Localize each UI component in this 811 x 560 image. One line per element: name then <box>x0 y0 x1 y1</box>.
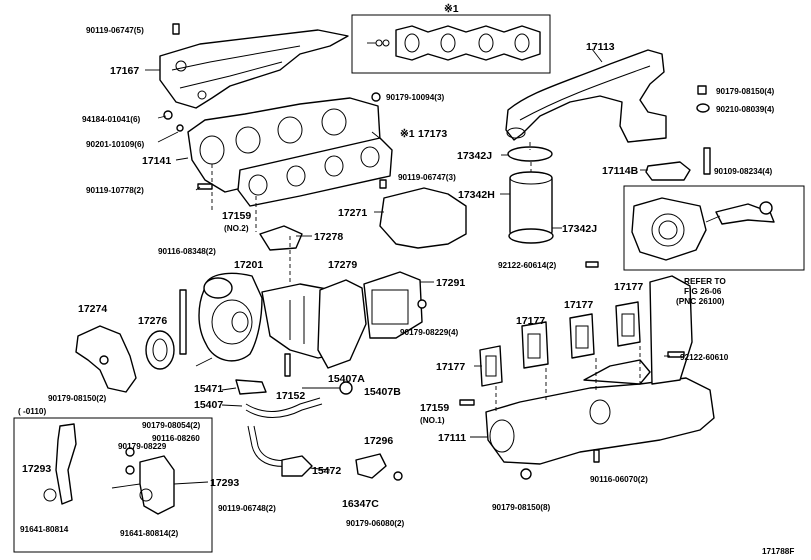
turbocharger-17201 <box>198 271 423 369</box>
label-17279: 17279 <box>328 259 357 271</box>
label-17152: 17152 <box>276 390 305 402</box>
intake-pipe-17113 <box>505 49 667 143</box>
label-17293-a: 17293 <box>22 463 51 475</box>
label-17177-b: 17177 <box>516 315 545 327</box>
label-91641-80814: 91641-80814 <box>20 525 69 534</box>
heat-insulator-17167 <box>159 29 349 109</box>
label-17111: 17111 <box>438 432 466 444</box>
heat-insulator-17271 <box>379 187 467 249</box>
label-90116-06070-2: 90116-06070(2) <box>590 475 648 484</box>
manifold-gasket-17173 <box>237 137 393 207</box>
label-pnc-26100: (PNC 26100) <box>676 296 725 306</box>
label-17278: 17278 <box>314 231 343 243</box>
label-90116-08348-2: 90116-08348(2) <box>158 247 216 256</box>
label-note-x1: ※1 <box>400 128 415 140</box>
label-note-x1-box: ※1 <box>444 3 459 15</box>
label-90179-06080-2: 90179-06080(2) <box>346 519 405 528</box>
hardware-top-right <box>696 85 711 175</box>
oil-pipe-assembly <box>235 379 353 477</box>
label-90210-08039-4: 90210-08039(4) <box>716 105 775 114</box>
gasket-17114B <box>645 161 691 181</box>
label-90201-10109-6: 90201-10109(6) <box>86 140 145 149</box>
label-16347C: 16347C <box>342 498 379 510</box>
label-17177-a: 17177 <box>436 361 465 373</box>
label-90119-06747-5: 90119-06747(5) <box>86 26 144 35</box>
leader-lines <box>111 48 670 489</box>
label-17274: 17274 <box>78 303 107 315</box>
label-92122-60614-2: 92122-60614(2) <box>498 261 557 270</box>
label-15407A: 15407A <box>328 373 365 385</box>
label-no1: (NO.1) <box>420 416 445 425</box>
label-17167: 17167 <box>110 65 139 77</box>
part-labels: 90119-06747(5) 17167 94184-01041(6) 9020… <box>18 3 794 556</box>
label-refer-to: REFER TO <box>684 276 726 286</box>
label-90109-08234-4: 90109-08234(4) <box>714 167 773 176</box>
label-90179-08229: 90179-08229 <box>118 442 167 451</box>
label-90179-08229-4: 90179-08229(4) <box>400 328 459 337</box>
label-90119-06747-3: 90119-06747(3) <box>398 173 456 182</box>
label-17201: 17201 <box>234 259 263 271</box>
label-15407: 15407 <box>194 399 223 411</box>
gasket-detail-box <box>351 14 551 74</box>
label-17276: 17276 <box>138 315 167 327</box>
stud-90116-08348 <box>179 289 187 355</box>
alignment-lines <box>211 142 641 414</box>
intake-hose-17342H <box>507 146 554 244</box>
label-92122-60610: 92122-60610 <box>680 353 729 362</box>
intake-gaskets-17177 <box>479 301 641 387</box>
label-17173: 17173 <box>418 128 447 140</box>
label-17342J-bot: 17342J <box>562 223 597 235</box>
label-90119-06748-2: 90119-06748(2) <box>218 504 276 513</box>
label-17296: 17296 <box>364 435 393 447</box>
label-94184-01041-6: 94184-01041(6) <box>82 115 141 124</box>
throttle-body-reference-box <box>623 185 805 271</box>
label-90179-08150-4: 90179-08150(4) <box>716 87 775 96</box>
label-17342H: 17342H <box>458 189 495 201</box>
label-17177-d: 17177 <box>614 281 643 293</box>
label-17159-no1: 17159 <box>420 402 449 414</box>
label-15471: 15471 <box>194 383 223 395</box>
label-91641-80814-2: 91641-80814(2) <box>120 529 179 538</box>
label-17113: 17113 <box>586 41 615 53</box>
label-90179-10094-3: 90179-10094(3) <box>386 93 445 102</box>
label-90116-08260: 90116-08260 <box>152 434 200 443</box>
label-17159-no2: 17159 <box>222 210 251 222</box>
label-17342J-top: 17342J <box>457 150 492 162</box>
label-17271: 17271 <box>338 207 367 219</box>
label-17293-b: 17293 <box>210 477 239 489</box>
label-15472: 15472 <box>312 465 341 477</box>
label-17114B: 17114B <box>602 165 639 177</box>
gasket-17296 <box>355 453 387 479</box>
gasket-17276 <box>145 330 175 370</box>
label-90179-08150-8: 90179-08150(8) <box>492 503 551 512</box>
label-90119-10778-2: 90119-10778(2) <box>86 186 144 195</box>
label-17177-c: 17177 <box>564 299 593 311</box>
label-no2: (NO.2) <box>224 224 249 233</box>
fasteners <box>99 23 685 481</box>
gasket-17278 <box>259 225 303 251</box>
bracket-detail-box <box>13 417 213 553</box>
label-15407B: 15407B <box>364 386 401 398</box>
label-17141: 17141 <box>142 155 171 167</box>
label-90179-08150-2: 90179-08150(2) <box>48 394 107 403</box>
label-90179-08054-2: 90179-08054(2) <box>142 421 201 430</box>
label-17291: 17291 <box>436 277 465 289</box>
label-fig-26-06: FIG 26-06 <box>684 286 722 296</box>
label-range-0110: ( -0110) <box>18 407 46 416</box>
figure-id: 171788F <box>762 547 794 556</box>
